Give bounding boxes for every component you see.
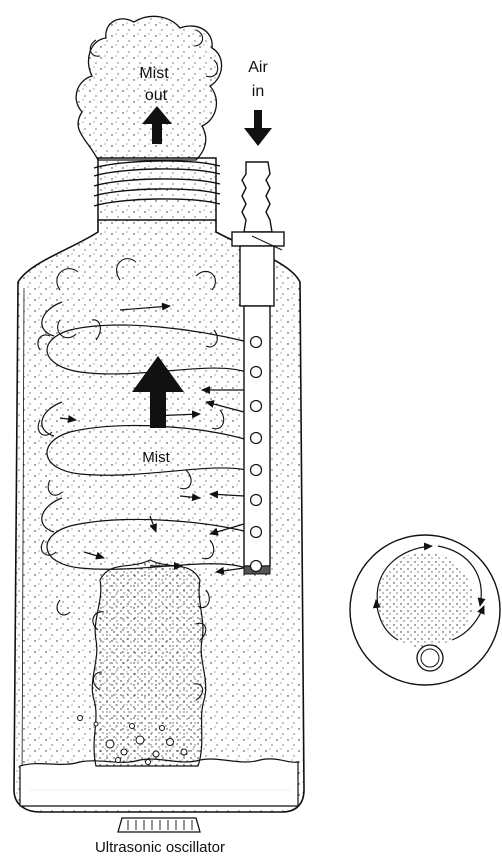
air-in-arrow <box>244 110 272 146</box>
top-view-inset <box>350 535 500 685</box>
mist-out-label-line1: Mist <box>139 65 169 82</box>
mist-center-label: Mist <box>142 449 170 466</box>
air-in-label-line2: in <box>252 83 264 100</box>
mist-column <box>92 560 205 766</box>
air-in-label-line1: Air <box>248 59 268 76</box>
ultrasonic-oscillator <box>118 818 200 832</box>
oscillator-label: Ultrasonic oscillator <box>95 839 225 856</box>
mist-out-label-line2: out <box>145 87 168 104</box>
